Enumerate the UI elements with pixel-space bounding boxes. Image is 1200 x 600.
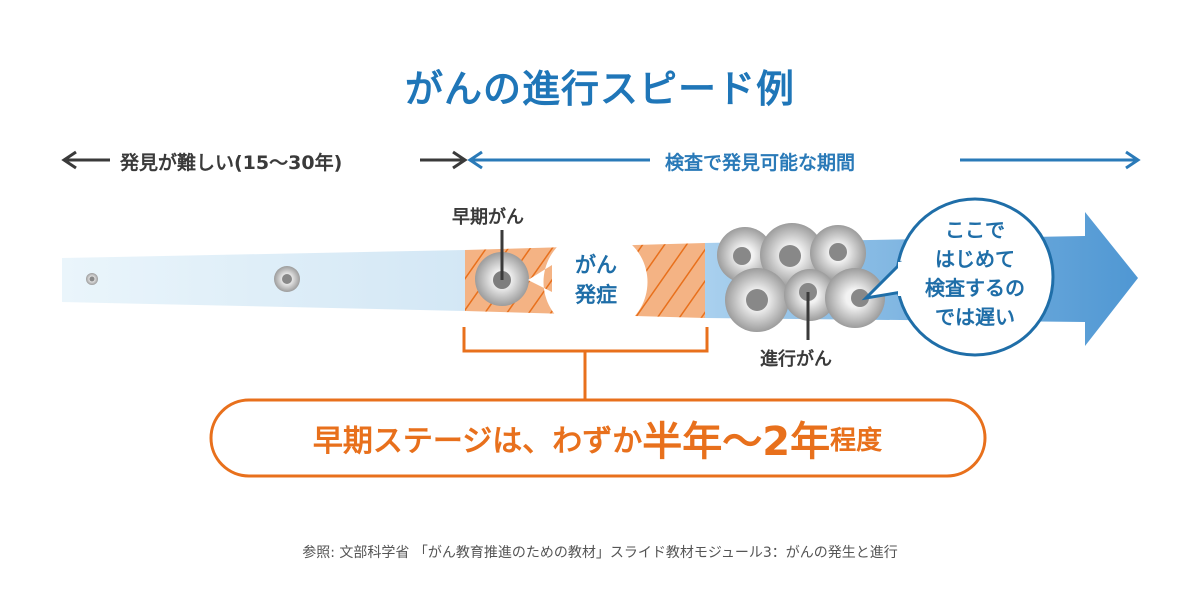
hard-to-detect-arrow — [61, 150, 468, 170]
hard-to-detect-label: 発見が難しい(15〜30年) — [120, 152, 343, 174]
detectable-period-arrow — [467, 150, 1141, 170]
early-cancer-label: 早期がん — [452, 207, 524, 228]
pre-detection-bar — [62, 250, 465, 311]
early-stage-duration: 早期ステージは、わずか半年〜2年程度 — [312, 419, 883, 465]
onset-bubble — [528, 230, 648, 334]
page-title: がんの進行スピード例 — [404, 67, 795, 111]
onset-text: がん 発症 — [575, 253, 617, 307]
advanced-cancer-label: 進行がん — [760, 349, 832, 370]
late-detection-text: ここで はじめて 検査するの では遅い — [925, 218, 1025, 329]
reference-note: 参照: 文部科学省 「がん教育推進のための教材」スライド教材モジュール3：がんの… — [302, 545, 898, 561]
detectable-period-label: 検査で発見可能な期間 — [665, 152, 856, 174]
